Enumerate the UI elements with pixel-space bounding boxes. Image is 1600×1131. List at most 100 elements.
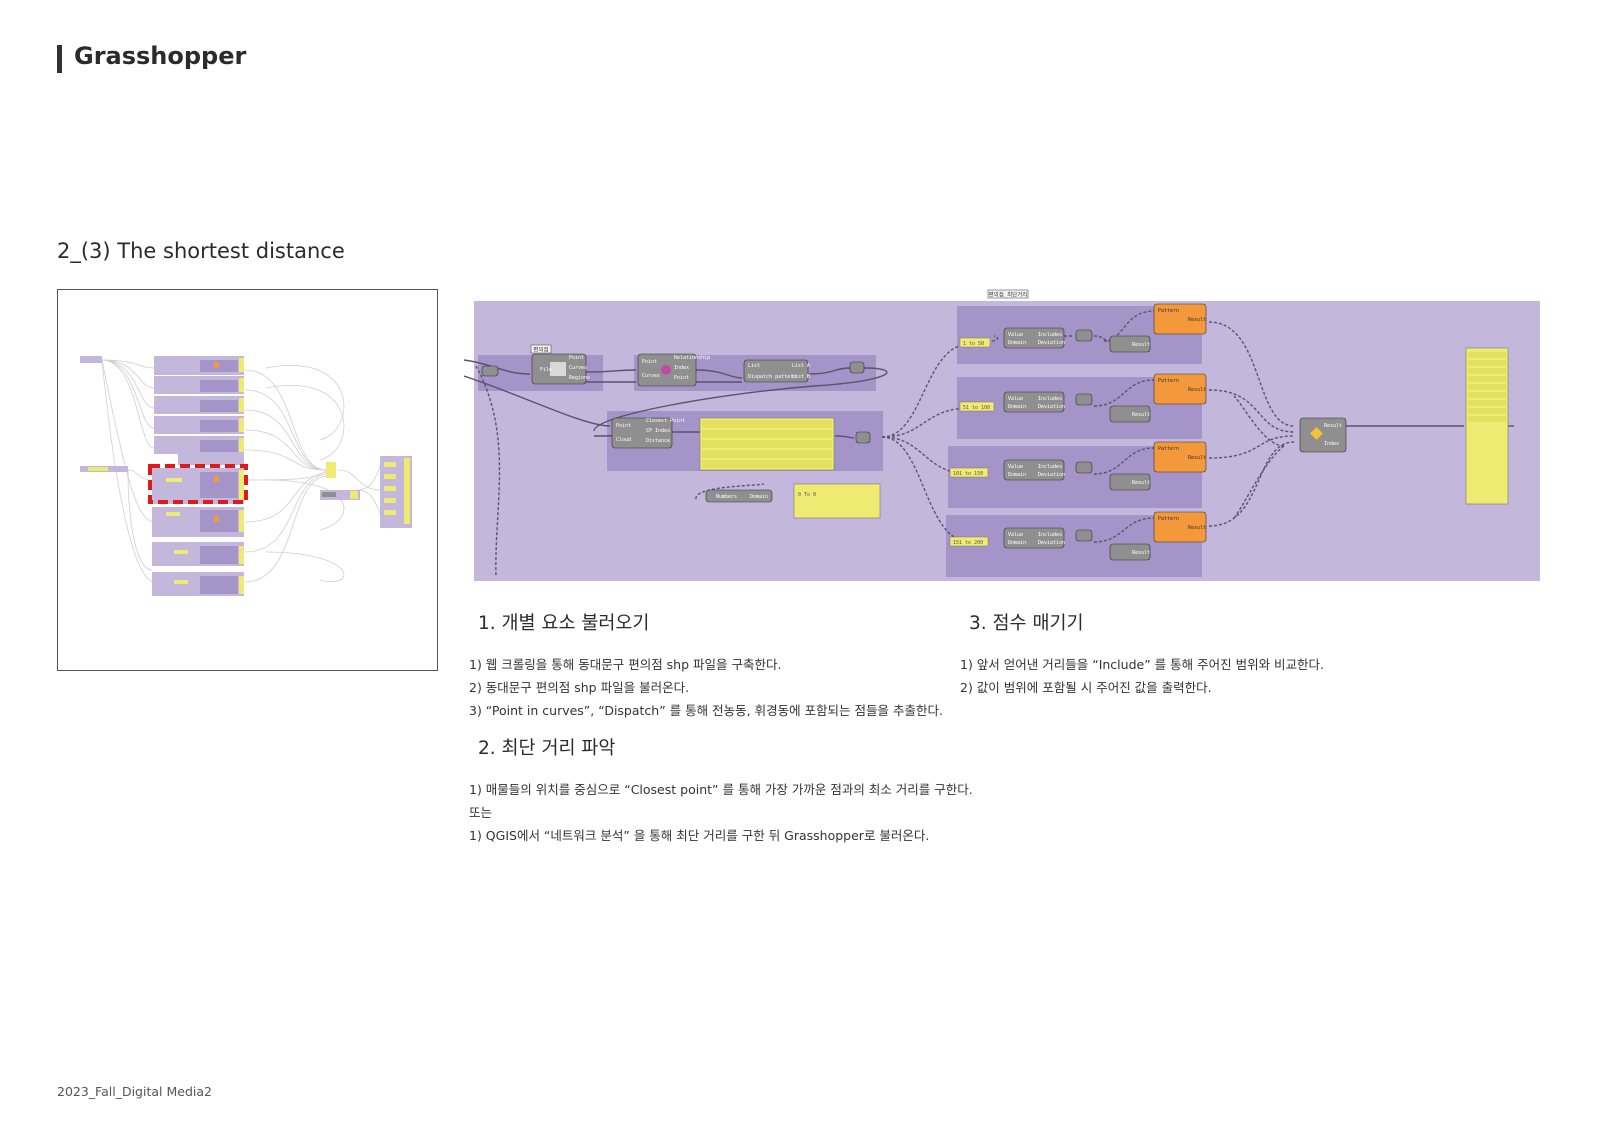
- relay-node: [849, 361, 865, 374]
- point-in-curves-icon: [661, 365, 671, 375]
- overview-panel: [326, 462, 336, 478]
- step2-line-1: 1) 매물들의 위치를 중심으로 “Closest point” 를 통해 가장…: [469, 782, 973, 797]
- includes-1-includes: Includes: [1038, 332, 1062, 338]
- range-3-panel: 101 to 150: [953, 471, 983, 477]
- pic-point-output: Point: [674, 375, 689, 381]
- overview-groups: [152, 356, 244, 596]
- pattern-1-label: Pattern: [1158, 308, 1179, 314]
- domain-panel: [793, 483, 881, 519]
- includes-3-includes: Includes: [1038, 464, 1062, 470]
- dispatch-list-b-output: List B: [792, 374, 810, 380]
- cp-cloud-input: Cloud: [616, 437, 631, 443]
- includes-component-4: [1003, 527, 1065, 549]
- gate-3-result: Result: [1132, 480, 1150, 486]
- section-title: 2_(3) The shortest distance: [57, 239, 345, 263]
- step1-line-3: 3) “Point in curves”, “Dispatch” 를 통해 전농…: [469, 703, 943, 718]
- includes-4-includes: Includes: [1038, 532, 1062, 538]
- range-1-panel: 1 to 50: [963, 341, 984, 347]
- step3-line-1: 1) 앞서 얻어낸 거리들을 “Include” 를 통해 주어진 범위와 비교…: [960, 657, 1325, 672]
- dispatch-pattern-input: Dispatch pattern: [748, 374, 796, 380]
- pic-curves-input: Curves: [642, 373, 660, 379]
- step2-line-3: 1) QGIS에서 “네트워크 분석” 을 통해 최단 거리를 구한 뒤 Gra…: [469, 828, 930, 843]
- includes-4-deviation: Deviation: [1038, 540, 1065, 546]
- pic-relationship-output: Relationship: [674, 355, 710, 361]
- pattern-3-label: Pattern: [1158, 446, 1179, 452]
- step3-line-2: 2) 값이 범위에 포함될 시 주어진 값을 출력한다.: [960, 680, 1212, 695]
- pic-point-input: Point: [642, 359, 657, 365]
- score-row-2: 51 to 100 Value Domain Includes Deviatio…: [959, 373, 1207, 423]
- step1-line-1: 1) 웹 크롤링을 통해 동대문구 편의점 shp 파일을 구축한다.: [469, 657, 782, 672]
- merge-index-output: Index: [1324, 441, 1339, 447]
- gate-1-result: Result: [1132, 342, 1150, 348]
- score-row-1: 1 to 50 Value Domain Includes Deviation …: [959, 303, 1207, 353]
- closest-point-component: [611, 417, 673, 449]
- footer-course-label: 2023_Fall_Digital Media2: [57, 1084, 212, 1099]
- includes-component-3: [1003, 459, 1065, 481]
- title-accent-bar: [57, 45, 62, 73]
- group-tag-left: [530, 344, 552, 354]
- includes-component-1: [1003, 327, 1065, 349]
- domain-panel-value: 0 To 0: [798, 492, 816, 498]
- includes-2-deviation: Deviation: [1038, 404, 1065, 410]
- pattern-4-result: Result: [1188, 525, 1206, 531]
- includes-4-value: Value: [1008, 532, 1023, 538]
- pattern-component-3: [1153, 441, 1207, 473]
- score-row-3: 101 to 150 Value Domain Includes Deviati…: [949, 441, 1207, 491]
- pattern-3-result: Result: [1188, 455, 1206, 461]
- pic-index-output: Index: [674, 365, 689, 371]
- bounds-numbers-input: Numbers: [716, 494, 737, 500]
- group-tag-top: [987, 289, 1029, 299]
- step1-line-2: 2) 동대문구 편의점 shp 파일을 불러온다.: [469, 680, 690, 695]
- overview-diagram: [80, 356, 412, 596]
- pattern-4-label: Pattern: [1158, 516, 1179, 522]
- range-4-panel: 151 to 200: [953, 540, 983, 546]
- includes-2-includes: Includes: [1038, 396, 1062, 402]
- group-tag-top-label: 편의점_최단거리: [989, 291, 1028, 299]
- group-tag-left-label: 편의점: [533, 346, 548, 354]
- page-title: Grasshopper: [74, 42, 247, 70]
- cp-index-output: CP Index: [646, 428, 670, 434]
- includes-4-domain: Domain: [1008, 540, 1026, 546]
- merge-component: [1299, 417, 1347, 453]
- shp-curves-output: Curves: [569, 365, 587, 371]
- step2-heading: 2. 최단 거리 파악: [478, 738, 616, 759]
- gate-2-result: Result: [1132, 412, 1150, 418]
- pattern-1-result: Result: [1188, 317, 1206, 323]
- dispatch-list-a-output: List A: [792, 363, 810, 369]
- includes-2-value: Value: [1008, 396, 1023, 402]
- includes-3-domain: Domain: [1008, 472, 1026, 478]
- gate-4-result: Result: [1132, 550, 1150, 556]
- includes-3-deviation: Deviation: [1038, 472, 1065, 478]
- cp-closest-point-output: Closest Point: [646, 418, 685, 424]
- file-path-param: [481, 365, 499, 377]
- highlight-box: [148, 464, 248, 504]
- includes-1-domain: Domain: [1008, 340, 1026, 346]
- range-2-panel: 51 to 100: [963, 405, 990, 411]
- includes-3-value: Value: [1008, 464, 1023, 470]
- relay-node-2: [855, 431, 871, 444]
- overview-file-node: [80, 356, 102, 363]
- pattern-component-1: [1153, 303, 1207, 335]
- pattern-component-2: [1153, 373, 1207, 405]
- step3-heading: 3. 점수 매기기: [969, 613, 1084, 634]
- pattern-2-result: Result: [1188, 387, 1206, 393]
- pattern-2-label: Pattern: [1158, 378, 1179, 384]
- score-row-4: 151 to 200 Value Domain Includes Deviati…: [949, 511, 1207, 561]
- cp-point-input: Point: [616, 423, 631, 429]
- dispatch-list-input: List: [748, 363, 760, 369]
- grasshopper-definition-diagram: 편의점_최단거리 편의점: [464, 289, 1540, 581]
- includes-2-domain: Domain: [1008, 404, 1026, 410]
- shp-point-output: Point: [569, 355, 584, 361]
- shp-regions-output: Regions: [569, 375, 590, 381]
- includes-1-deviation: Deviation: [1038, 340, 1065, 346]
- file-input-label: File: [540, 367, 552, 373]
- cp-distance-output: Distance: [646, 438, 670, 444]
- step1-heading: 1. 개별 요소 불러오기: [478, 613, 650, 634]
- includes-component-2: [1003, 391, 1065, 413]
- bounds-component: [705, 489, 773, 503]
- step2-line-2: 또는: [469, 805, 493, 820]
- merge-result-output: Result: [1324, 423, 1342, 429]
- pattern-component-4: [1153, 511, 1207, 543]
- grasshopper-canvas: 편의점_최단거리 편의점: [464, 286, 1540, 592]
- definition-overview-thumbnail: [57, 289, 438, 671]
